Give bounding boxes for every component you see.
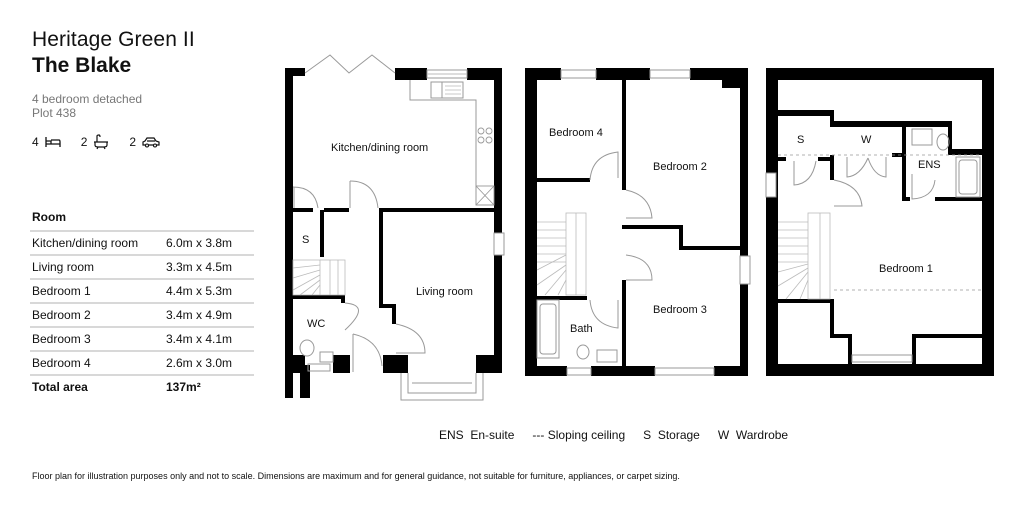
bedroom-count: 4 — [32, 135, 39, 149]
room-name: Bedroom 4 — [30, 350, 164, 375]
bed-icon — [45, 136, 61, 148]
room-label-ensuite: ENS — [918, 159, 941, 171]
room-dimensions: 3.4m x 4.9m — [164, 302, 254, 327]
feature-summary: 4 2 2 — [32, 134, 160, 150]
room-label-bedroom-3: Bedroom 3 — [653, 304, 707, 316]
plan-legend: ENS En-suite --- Sloping ceiling S Stora… — [439, 428, 788, 442]
bathroom-count: 2 — [80, 135, 88, 149]
room-label-bath: Bath — [570, 323, 593, 335]
room-dimensions: 4.4m x 5.3m — [164, 278, 254, 303]
room-label-bedroom-4: Bedroom 4 — [549, 127, 603, 139]
legend-item: W Wardrobe — [717, 428, 789, 442]
legend-item: ENS En-suite — [439, 428, 515, 442]
house-description: 4 bedroom detached — [32, 92, 143, 106]
floor-plans: Kitchen/dining room S WC Living room — [285, 54, 994, 401]
room-label-wc: WC — [307, 318, 325, 330]
room-label-kitchen: Kitchen/dining room — [331, 142, 428, 154]
house-subtitle: 4 bedroom detached Plot 438 — [32, 92, 142, 120]
first-floor-plan: Bedroom 4 Bedroom 2 Bedroom 3 Bath — [525, 68, 751, 376]
disclaimer-text: Floor plan for illustration purposes onl… — [32, 471, 680, 481]
legend-item: --- Sloping ceiling — [532, 428, 626, 442]
legend-item: S Storage — [643, 428, 700, 442]
room-dimensions: 3.4m x 4.1m — [164, 326, 254, 351]
table-header-room: Room — [32, 210, 66, 224]
house-name: The Blake — [32, 54, 132, 77]
second-floor-plan: S W ENS Bedroom 1 — [765, 68, 994, 376]
room-dimensions: 2.6m x 3.0m — [164, 350, 254, 375]
bath-icon — [93, 134, 109, 150]
room-name: Bedroom 3 — [30, 326, 164, 351]
room-name: Bedroom 1 — [30, 278, 164, 303]
room-label-bedroom-1: Bedroom 1 — [879, 263, 933, 275]
room-dimensions: 6.0m x 3.8m — [164, 230, 254, 255]
total-area-label: Total area — [30, 374, 164, 398]
room-label-storage-second: S — [797, 134, 804, 146]
room-label-wardrobe: W — [861, 134, 872, 146]
ground-floor-plan: Kitchen/dining room S WC Living room — [285, 54, 505, 401]
room-name: Bedroom 2 — [30, 302, 164, 327]
room-label-storage-ground: S — [302, 234, 309, 246]
development-title: Heritage Green II — [32, 28, 195, 51]
room-name: Living room — [30, 254, 164, 279]
room-dimensions: 3.3m x 4.5m — [164, 254, 254, 279]
total-area-value: 137m² — [164, 374, 254, 398]
room-label-bedroom-2: Bedroom 2 — [653, 161, 707, 173]
parking-count: 2 — [129, 135, 137, 149]
room-name: Kitchen/dining room — [30, 230, 164, 255]
room-label-living: Living room — [416, 286, 473, 298]
car-icon — [142, 136, 160, 148]
plot-number: Plot 438 — [32, 106, 77, 120]
